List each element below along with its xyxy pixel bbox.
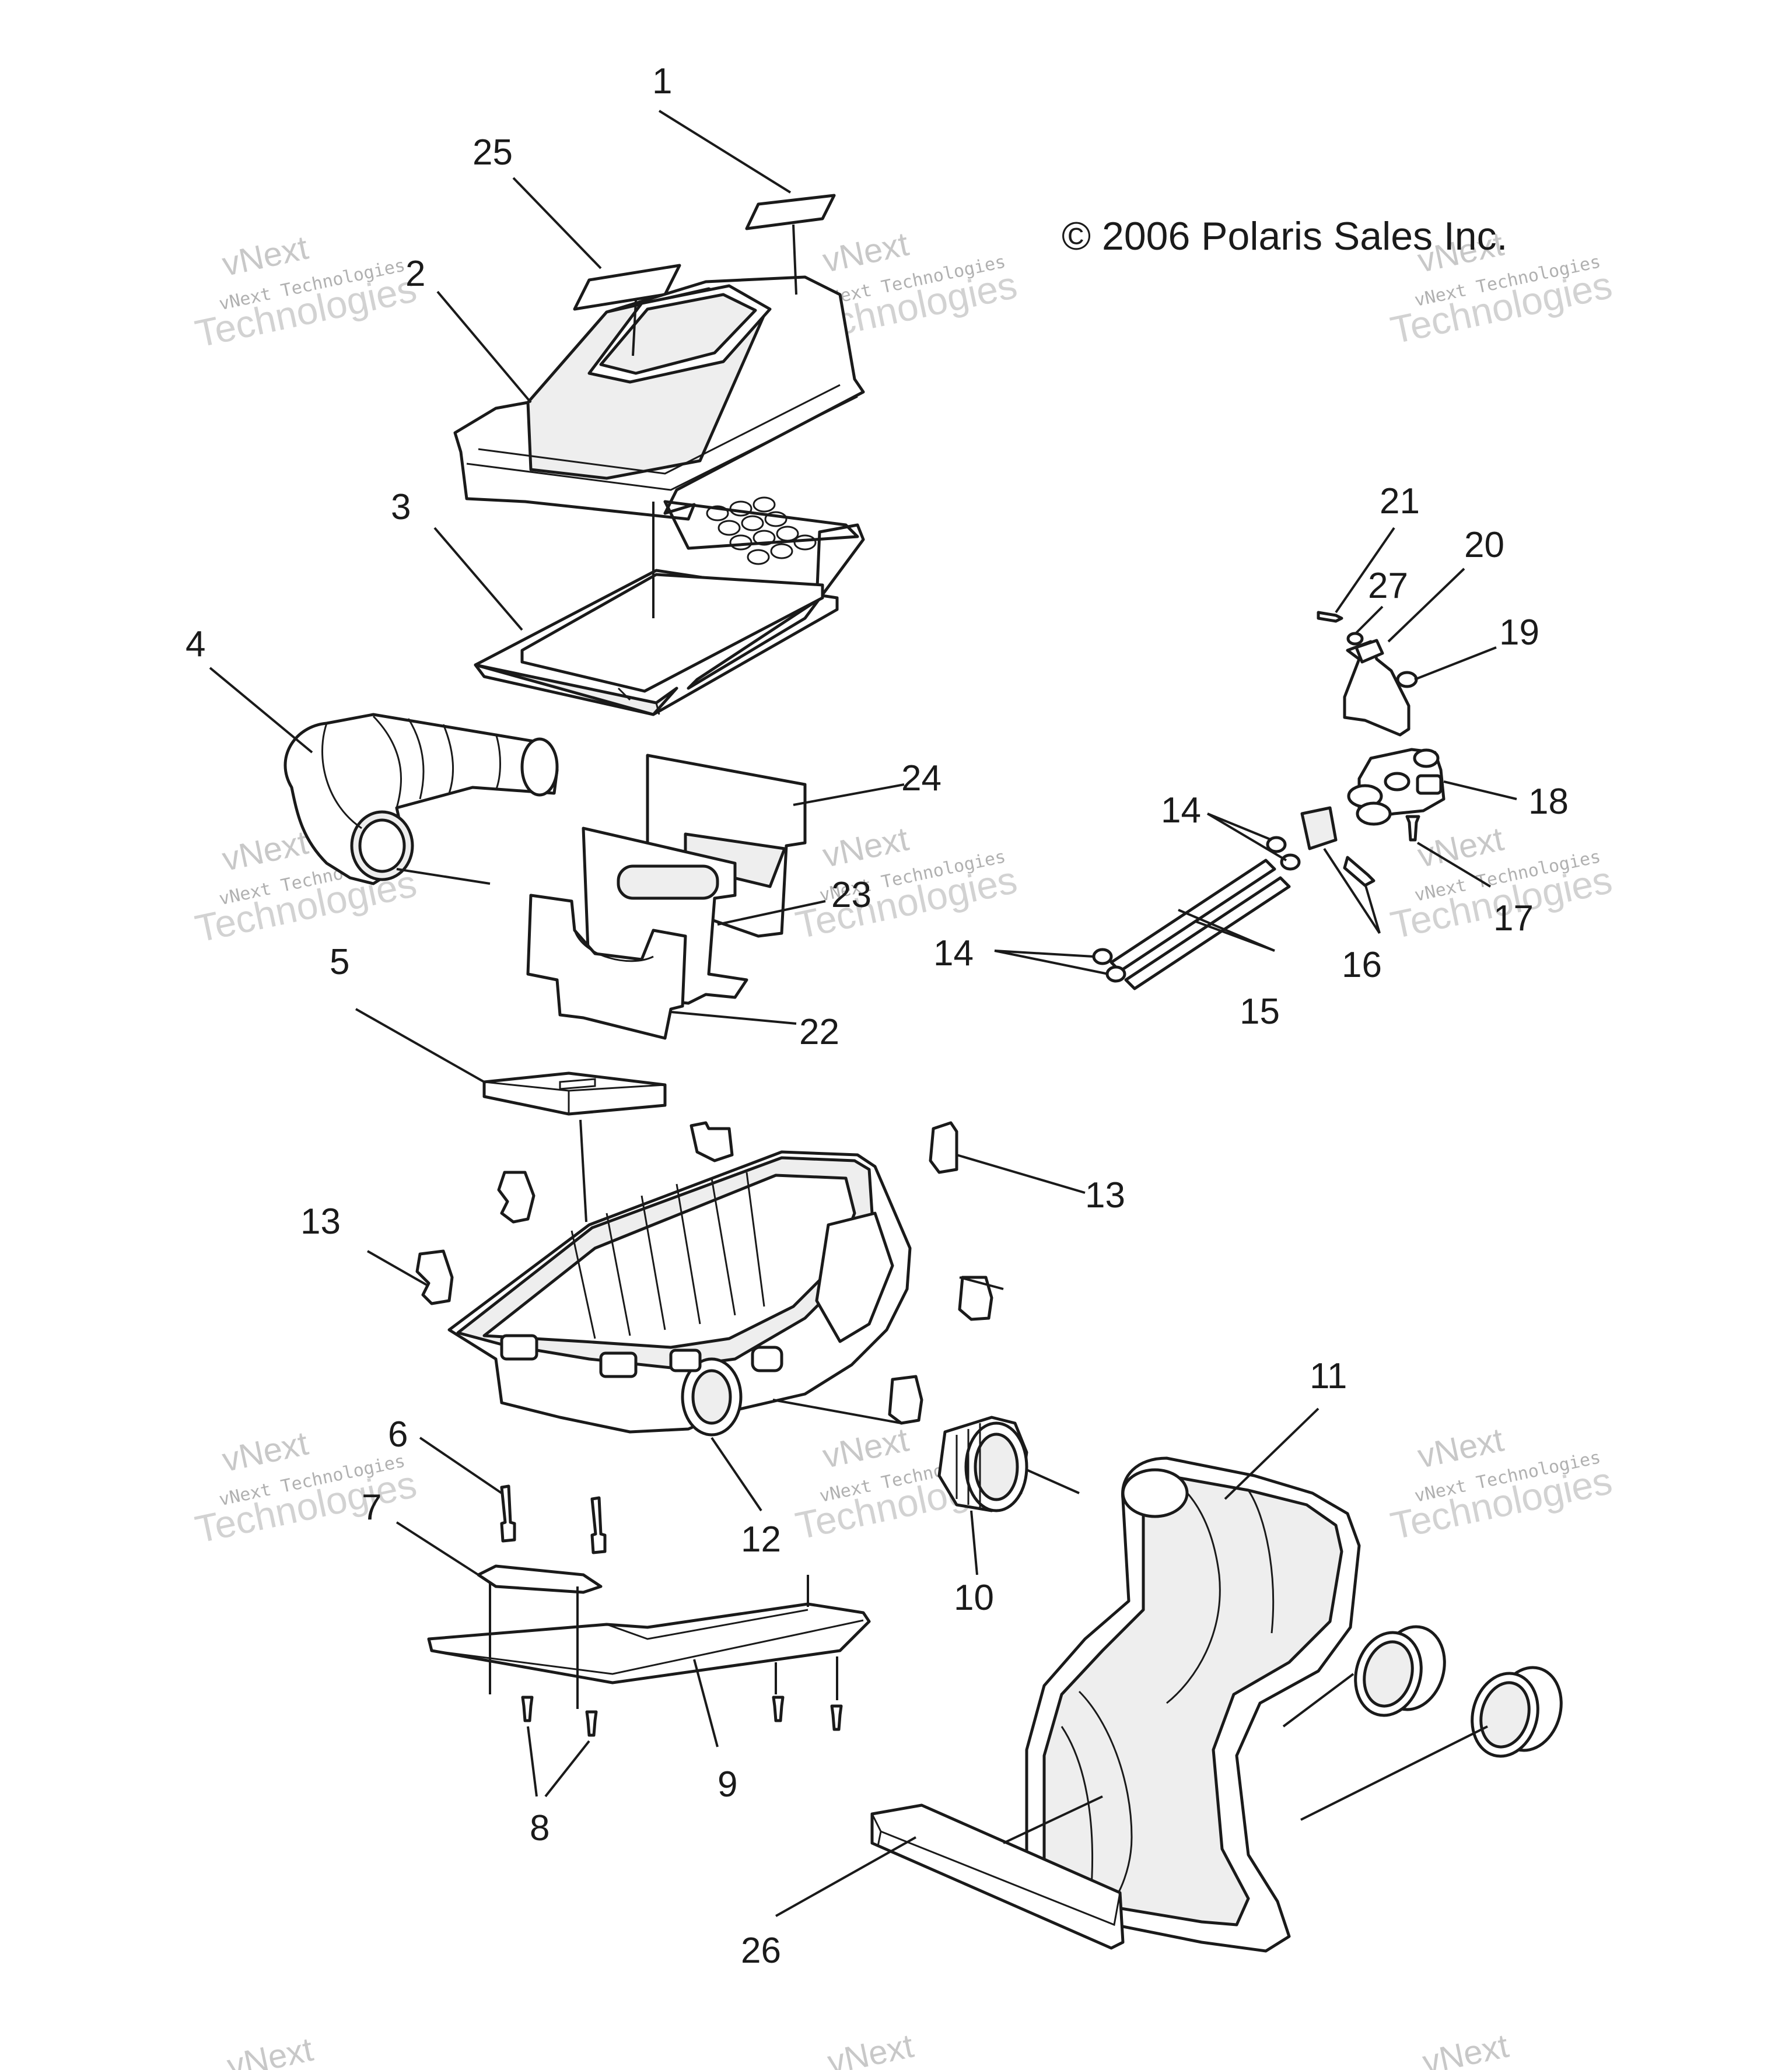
callout-14-lower: 14 <box>933 933 974 973</box>
svg-text:vNext: vNext <box>820 1421 912 1476</box>
part-19-nut <box>1396 671 1418 688</box>
watermark-low-left: vNext vNext Technologies Technologies <box>191 1424 420 1551</box>
clip-top-center <box>690 1121 734 1162</box>
part-6-push-pins <box>500 1484 607 1554</box>
callout-11: 11 <box>1310 1356 1347 1396</box>
part-5-foam-block <box>482 1071 667 1116</box>
svg-text:vNext: vNext <box>820 820 912 875</box>
svg-text:vNext: vNext <box>1419 2027 1512 2070</box>
callout-12: 12 <box>741 1519 781 1560</box>
watermark-bottom-right: vNext <box>1419 2027 1512 2070</box>
copyright-notice: © 2006 Polaris Sales Inc. <box>1062 214 1508 258</box>
callout-6: 6 <box>388 1414 408 1455</box>
part-3-air-filter <box>474 496 865 716</box>
part-7-bracket <box>477 1564 603 1594</box>
part-20-bracket <box>1343 639 1410 737</box>
callout-5: 5 <box>330 942 349 982</box>
callout-8: 8 <box>530 1808 550 1848</box>
svg-text:vNext: vNext <box>219 1424 312 1479</box>
part-4-intake-duct <box>284 713 559 885</box>
callout-9: 9 <box>718 1764 737 1805</box>
callout-13-right: 13 <box>1085 1175 1125 1216</box>
callout-16: 16 <box>1342 945 1382 985</box>
callout-24: 24 <box>901 758 942 798</box>
part-16-gasket-clamp <box>1300 806 1376 887</box>
part-21-screw <box>1317 611 1343 623</box>
callout-21: 21 <box>1380 481 1420 521</box>
callout-18: 18 <box>1528 782 1569 822</box>
clip-left-upper <box>497 1171 536 1224</box>
callout-22: 22 <box>799 1012 839 1052</box>
callout-27: 27 <box>1368 566 1408 606</box>
callout-20: 20 <box>1464 525 1504 565</box>
part-22-baffle <box>526 894 687 1040</box>
svg-text:vNext: vNext <box>219 824 312 878</box>
watermark-bottom-center: vNext <box>824 2027 917 2070</box>
part-1-decal <box>745 194 836 230</box>
part-17-screw <box>1405 815 1420 842</box>
part-8-screws <box>521 1696 843 1737</box>
part-15-tubes <box>1110 859 1291 990</box>
part-14-o-rings <box>1092 836 1301 983</box>
callout-4: 4 <box>186 624 205 664</box>
part-9-mounting-plate <box>427 1602 871 1684</box>
part-13-clips <box>415 1121 993 1425</box>
part-12-airbox-base <box>447 1150 912 1437</box>
watermark-bottom-left: vNext <box>224 2030 317 2070</box>
callout-25: 25 <box>473 132 513 173</box>
clip-right-lower <box>888 1375 923 1425</box>
part-18-valve-body <box>1347 748 1446 826</box>
svg-text:vNext: vNext <box>824 2027 917 2070</box>
clip-right-mid <box>958 1276 993 1321</box>
watermark-mid-center: vNext vNext Technologies Technologies <box>792 820 1020 947</box>
callout-15: 15 <box>1240 992 1280 1032</box>
clip-top-right <box>929 1121 958 1174</box>
callout-labels: 1 25 2 3 4 24 23 22 5 13 13 12 10 11 6 7… <box>186 61 1569 1971</box>
svg-text:vNext: vNext <box>1415 820 1507 875</box>
clip-left-lower <box>415 1249 454 1305</box>
callout-3: 3 <box>391 487 411 527</box>
watermark-top-left: vNext vNext Technologies Technologies <box>191 229 420 356</box>
watermark-low-right: vNext vNext Technologies Technologies <box>1387 1421 1615 1548</box>
callout-19: 19 <box>1499 612 1539 653</box>
part-27-washer <box>1346 632 1364 646</box>
callout-14-upper: 14 <box>1161 790 1201 831</box>
callout-26: 26 <box>741 1931 781 1971</box>
part-11-outlet-duct <box>1025 1456 1361 1953</box>
callout-7: 7 <box>362 1487 382 1528</box>
part-2-airbox-cover <box>453 275 865 521</box>
svg-text:vNext: vNext <box>1415 1421 1507 1476</box>
part-ring-upper <box>1354 1625 1446 1717</box>
part-ring-lower <box>1471 1666 1563 1758</box>
leader-lines <box>209 110 1517 1917</box>
callout-17: 17 <box>1493 898 1534 938</box>
callout-10: 10 <box>954 1578 994 1618</box>
callout-2: 2 <box>405 254 425 294</box>
filter-hole-grid <box>706 496 817 565</box>
callout-23: 23 <box>831 875 872 915</box>
svg-text:vNext: vNext <box>219 229 312 283</box>
part-26-foam-strip <box>870 1803 1125 1950</box>
callout-13-left: 13 <box>300 1202 341 1242</box>
svg-text:vNext: vNext <box>224 2030 317 2070</box>
svg-text:vNext: vNext <box>820 225 912 280</box>
callout-1: 1 <box>652 61 672 101</box>
part-10-coupler <box>937 1416 1028 1512</box>
